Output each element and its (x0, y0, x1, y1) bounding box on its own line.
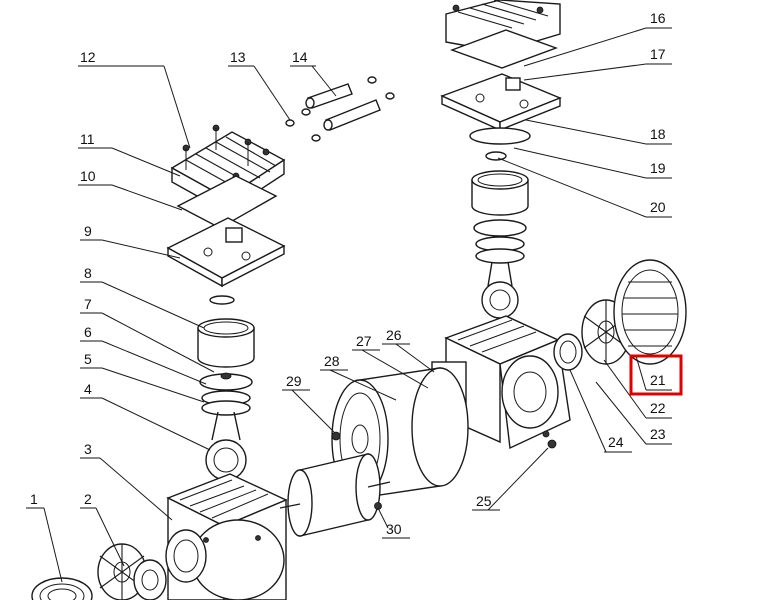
connecting-rod-right (481, 261, 519, 319)
callout-2: 2 (84, 491, 92, 507)
callout-8: 8 (84, 265, 92, 281)
motor-rotor (279, 453, 391, 537)
callout-3: 3 (84, 441, 92, 457)
crankcase-left (165, 473, 288, 600)
cylinder-sleeve-right (471, 170, 529, 216)
connecting-tubes (305, 83, 381, 131)
callout-28: 28 (324, 353, 340, 369)
callout-26: 26 (386, 327, 402, 343)
callout-1: 1 (30, 491, 38, 507)
callout-9: 9 (84, 223, 92, 239)
motor-bolt-25 (547, 439, 557, 449)
callout-11: 11 (80, 131, 95, 147)
cylinder-sleeve-left (197, 318, 255, 368)
motor-bolt-30 (374, 502, 382, 510)
callout-14: 14 (292, 49, 308, 65)
callout-21: 21 (650, 372, 666, 388)
callout-18: 18 (650, 126, 666, 142)
o-rings (285, 76, 395, 142)
piston-ring-left-2 (201, 400, 251, 416)
callout-24: 24 (608, 434, 624, 450)
head-gasket-left (176, 175, 278, 229)
callout-27: 27 (356, 333, 372, 349)
valve-gasket-right (469, 127, 531, 145)
callout-10: 10 (80, 168, 96, 184)
callout-23: 23 (650, 426, 666, 442)
callout-20: 20 (650, 199, 666, 215)
fan-left (97, 543, 167, 600)
callout-7: 7 (84, 296, 92, 312)
callout-5: 5 (84, 351, 92, 367)
callout-22: 22 (650, 400, 666, 416)
valve-plate-left (166, 217, 286, 288)
callout-4: 4 (84, 381, 92, 397)
bearing-right (553, 333, 583, 371)
fan-guard-right (613, 259, 687, 365)
leader-lines (43, 27, 647, 583)
callout-numbers: 12 11 10 9 8 7 6 5 4 3 2 1 13 14 16 17 1… (26, 10, 672, 539)
callout-21-highlight-box (629, 354, 683, 396)
valve-washer-left (209, 295, 235, 305)
callout-25: 25 (476, 493, 492, 509)
piston-ring-right-2 (475, 248, 525, 264)
fan-guard-left (31, 577, 93, 600)
callout-16: 16 (650, 10, 666, 26)
callout-13: 13 (230, 49, 246, 65)
piston-pin-left (220, 372, 232, 380)
connecting-rod-left (205, 411, 247, 481)
valve-plate-right (440, 73, 562, 132)
motor-bolt-29 (331, 431, 341, 441)
callout-6: 6 (84, 324, 92, 340)
callout-29: 29 (286, 373, 302, 389)
head-gasket-right (449, 29, 559, 69)
callout-12: 12 (80, 49, 96, 65)
valve-washer-right (485, 151, 507, 161)
callout-19: 19 (650, 160, 666, 176)
callout-30: 30 (386, 521, 402, 537)
piston-top-right (473, 219, 527, 237)
callout-17: 17 (650, 46, 666, 62)
